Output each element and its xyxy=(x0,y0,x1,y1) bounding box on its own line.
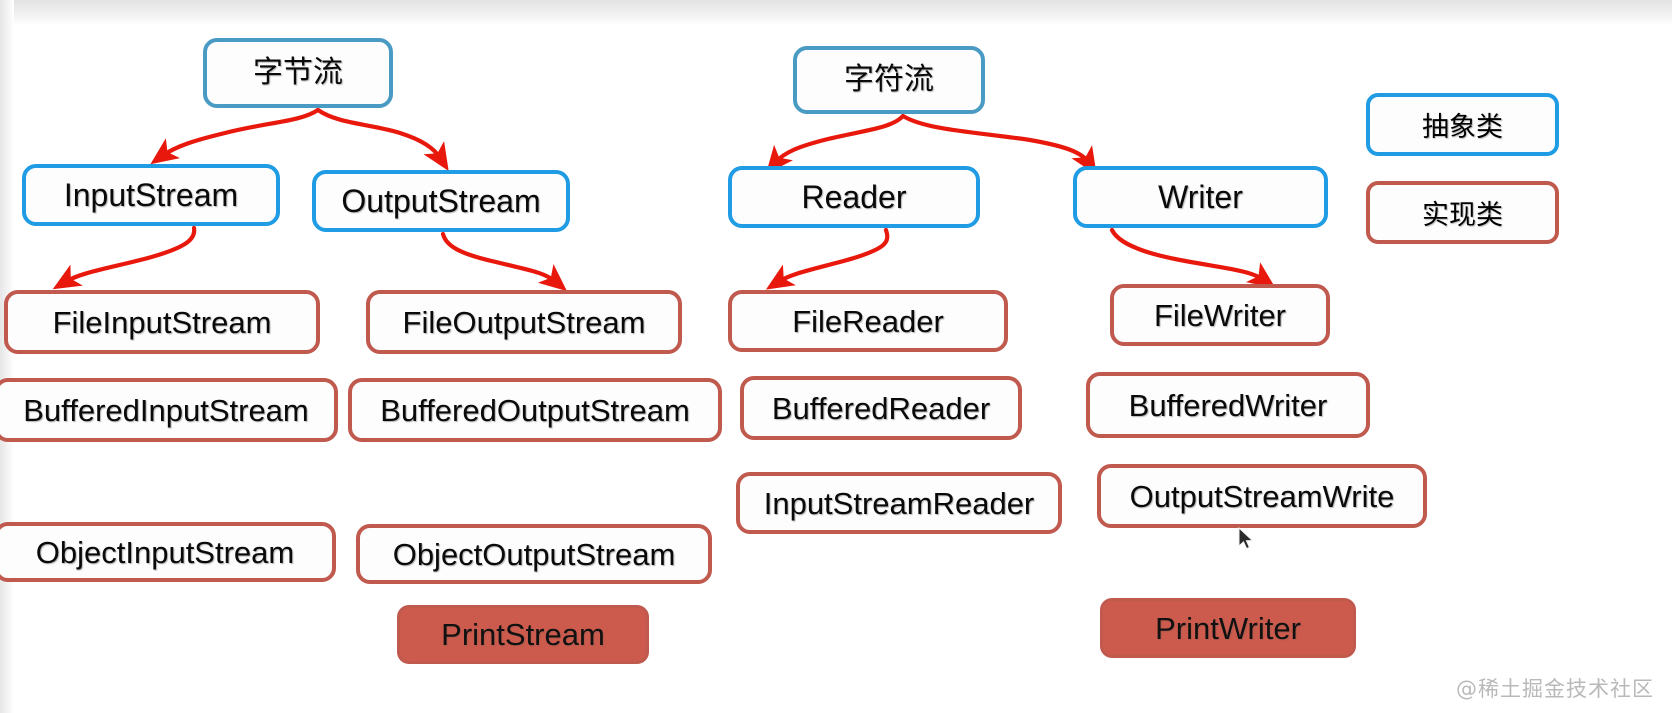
node-label: InputStream xyxy=(63,177,239,213)
node-label: PrintWriter xyxy=(1155,610,1301,646)
node-label: BufferedReader xyxy=(771,390,991,426)
mouse-cursor xyxy=(1238,527,1254,550)
node-bufferedoutputstream[interactable]: BufferedOutputStream xyxy=(348,378,722,442)
node-char-stream[interactable]: 字符流 xyxy=(793,46,985,114)
node-label: PrintStream xyxy=(441,617,605,652)
legend-item-abstract[interactable]: 抽象类 xyxy=(1366,93,1559,156)
node-bufferedwriter[interactable]: BufferedWriter xyxy=(1086,372,1370,438)
node-label: OutputStream xyxy=(341,183,541,219)
node-label: FileReader xyxy=(792,303,944,339)
node-bufferedinputstream[interactable]: BufferedInputStream xyxy=(0,378,338,442)
node-label: ObjectInputStream xyxy=(35,534,295,570)
node-label: BufferedInputStream xyxy=(23,392,309,428)
watermark-text: @稀土掘金技术社区 xyxy=(1456,677,1654,701)
node-filereader[interactable]: FileReader xyxy=(728,290,1008,352)
node-label: Writer xyxy=(1158,179,1243,215)
node-label: FileOutputStream xyxy=(402,304,646,340)
node-writer[interactable]: Writer xyxy=(1073,166,1328,228)
node-label: OutputStreamWrite xyxy=(1129,478,1395,514)
legend-item-label: 抽象类 xyxy=(1422,112,1503,142)
legend-item-label: 实现类 xyxy=(1422,200,1503,230)
node-byte-stream[interactable]: 字节流 xyxy=(203,38,393,108)
node-label: 字节流 xyxy=(253,56,343,89)
node-reader[interactable]: Reader xyxy=(728,166,980,228)
node-printwriter[interactable]: PrintWriter xyxy=(1100,598,1356,658)
node-label: ObjectOutputStream xyxy=(392,536,676,572)
node-outputstream[interactable]: OutputStream xyxy=(312,170,570,232)
node-fileoutputstream[interactable]: FileOutputStream xyxy=(366,290,682,354)
node-outputstreamwrite[interactable]: OutputStreamWrite xyxy=(1097,464,1427,528)
node-printstream[interactable]: PrintStream xyxy=(397,605,649,664)
node-label: FileInputStream xyxy=(52,304,272,340)
node-label: BufferedWriter xyxy=(1128,387,1328,423)
node-label: BufferedOutputStream xyxy=(380,392,690,428)
node-inputstreamreader[interactable]: InputStreamReader xyxy=(736,472,1062,534)
node-label: FileWriter xyxy=(1153,297,1287,333)
node-bufferedreader[interactable]: BufferedReader xyxy=(740,376,1022,440)
node-objectinputstream[interactable]: ObjectInputStream xyxy=(0,522,336,582)
node-objectoutputstream[interactable]: ObjectOutputStream xyxy=(356,524,712,584)
node-fileinputstream[interactable]: FileInputStream xyxy=(4,290,320,354)
node-filewriter[interactable]: FileWriter xyxy=(1110,284,1330,346)
node-inputstream[interactable]: InputStream xyxy=(22,164,280,226)
legend-item-impl[interactable]: 实现类 xyxy=(1366,181,1559,244)
node-label: Reader xyxy=(801,179,907,215)
node-label: InputStreamReader xyxy=(763,485,1035,521)
node-label: 字符流 xyxy=(844,63,934,96)
